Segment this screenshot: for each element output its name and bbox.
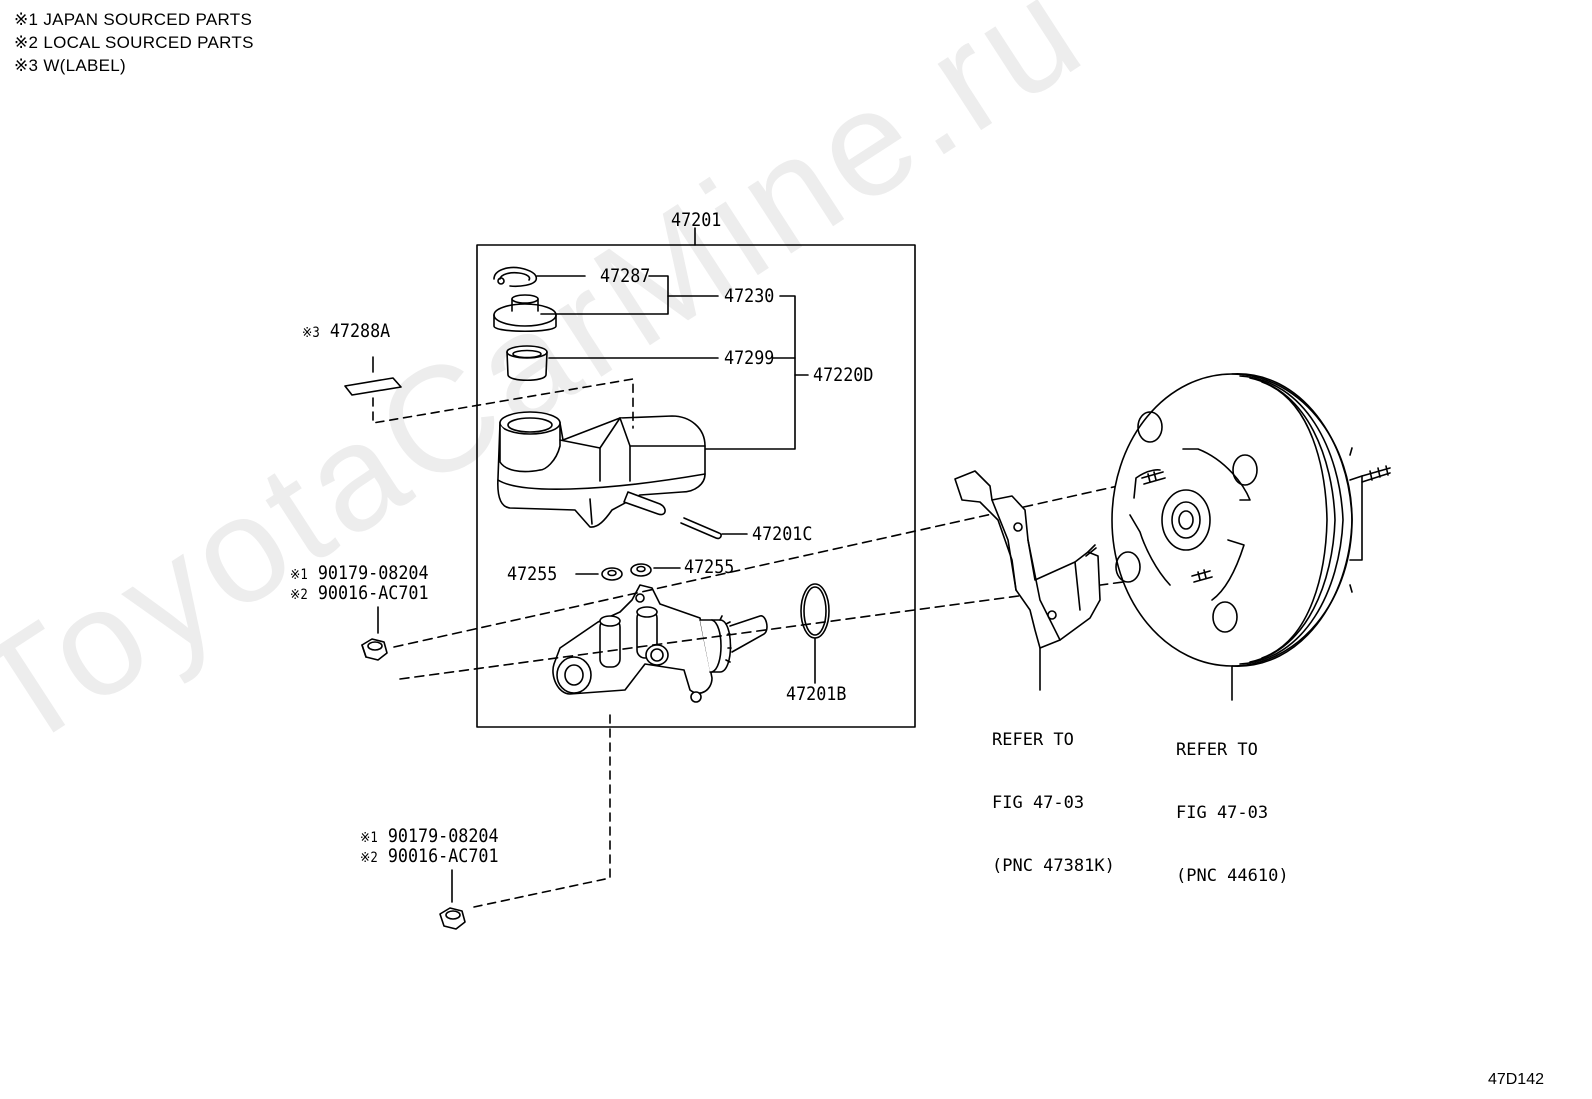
refer-bracket: REFER TO FIG 47-03 (PNC 47381K) xyxy=(992,688,1115,919)
label-47201B: 47201B xyxy=(786,683,847,705)
dashed-nut-2 xyxy=(473,711,611,908)
part-number-nut2-local: 90016-AC701 xyxy=(387,845,499,867)
label-47230: 47230 xyxy=(724,285,775,307)
grommet-right xyxy=(630,563,652,577)
master-cylinder xyxy=(552,584,768,703)
label-47255-right: 47255 xyxy=(684,556,735,578)
part-number-nut1-japan: 90179-08204 xyxy=(317,562,429,584)
o-ring xyxy=(800,583,830,639)
dashed-nut-1 xyxy=(393,479,1146,648)
label-47220D: 47220D xyxy=(813,364,874,386)
legend: ※1 JAPAN SOURCED PARTS ※2 LOCAL SOURCED … xyxy=(14,8,254,77)
nut2-japan-label: ※1 90179-08204 xyxy=(360,826,499,849)
leader-47220D xyxy=(699,295,796,450)
strainer xyxy=(506,345,548,382)
grommet-left xyxy=(601,567,623,581)
note-japan: ※1 xyxy=(290,567,308,583)
part-number-nut1-local: 90016-AC701 xyxy=(317,582,429,604)
booster-bracket xyxy=(954,470,1101,649)
refer-bracket-line1: REFER TO xyxy=(992,730,1074,750)
legend-japan-sourced: ※1 JAPAN SOURCED PARTS xyxy=(14,10,253,29)
label-47255-left: 47255 xyxy=(507,563,558,585)
refer-booster: REFER TO FIG 47-03 (PNC 44610) xyxy=(1176,698,1289,929)
note-local: ※2 xyxy=(360,850,378,866)
refer-booster-line3: (PNC 44610) xyxy=(1176,866,1289,886)
reservoir-cap xyxy=(493,294,557,332)
refer-booster-line1: REFER TO xyxy=(1176,740,1258,760)
note-japan: ※1 xyxy=(360,830,378,846)
refer-bracket-line2: FIG 47-03 xyxy=(992,793,1085,813)
label-47201C: 47201C xyxy=(752,523,813,545)
dashed-47288A xyxy=(372,378,634,429)
drawing-id: 47D142 xyxy=(1487,1071,1544,1088)
label-47288A: ※3 47288A xyxy=(302,321,390,344)
nut-1 xyxy=(361,638,388,661)
pin xyxy=(680,517,722,540)
note-w-label: ※3 xyxy=(302,325,320,341)
reservoir xyxy=(497,411,706,528)
brake-booster xyxy=(1111,373,1391,701)
legend-label: ※3 W(LABEL) xyxy=(14,56,127,75)
nut1-local-label: ※2 90016-AC701 xyxy=(290,583,429,606)
assembly-47201-box xyxy=(476,244,916,728)
part-number-47288A: 47288A xyxy=(329,320,391,342)
part-number-nut2-japan: 90179-08204 xyxy=(387,825,499,847)
nut2-local-label: ※2 90016-AC701 xyxy=(360,846,499,869)
label-47201: 47201 xyxy=(671,209,722,231)
clip-part xyxy=(493,266,538,288)
label-47287: 47287 xyxy=(600,265,651,287)
note-local: ※2 xyxy=(290,587,308,603)
leader-47230-b xyxy=(648,275,669,297)
nut-2 xyxy=(439,907,466,930)
label-47299: 47299 xyxy=(724,347,775,369)
nut1-japan-label: ※1 90179-08204 xyxy=(290,563,429,586)
refer-bracket-line3: (PNC 47381K) xyxy=(992,856,1115,876)
label-sticker xyxy=(344,377,402,396)
legend-local-sourced: ※2 LOCAL SOURCED PARTS xyxy=(14,33,254,52)
leader-47230-a xyxy=(540,295,719,315)
refer-booster-line2: FIG 47-03 xyxy=(1176,803,1269,823)
